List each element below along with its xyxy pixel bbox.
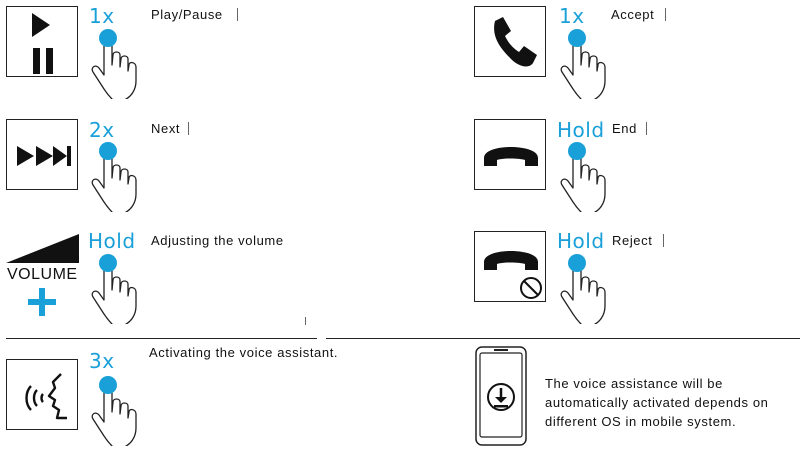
text-cursor-mark [646, 122, 647, 135]
text-cursor-mark [188, 122, 189, 135]
text-cursor-mark [237, 8, 238, 21]
tap-hand-icon [560, 28, 606, 99]
play-pause-icon-box [6, 6, 78, 77]
tap-hand-icon [91, 253, 137, 324]
voice-assistant-icon-box [6, 359, 78, 430]
tap-count-reject: Hold [557, 229, 605, 253]
play-pause-icon [32, 13, 53, 74]
tap-count-play: 1x [89, 4, 115, 28]
label-voice-assistant: Activating the voice assistant. [149, 345, 339, 360]
section-divider-left [6, 338, 317, 339]
phone-end-icon-box [474, 119, 546, 190]
voice-assistant-icon [25, 373, 67, 420]
tap-hand-icon [560, 141, 606, 212]
label-next: Next [151, 121, 181, 136]
tap-count-accept: 1x [559, 4, 585, 28]
tap-count-volume: Hold [88, 229, 136, 253]
tap-hand-icon [91, 141, 137, 212]
text-cursor-mark [665, 8, 666, 21]
phone-accept-icon-box [474, 6, 546, 77]
phone-accept-icon [494, 17, 537, 67]
label-accept: Accept [611, 7, 655, 22]
tap-count-voice: 3x [89, 349, 115, 373]
tap-hand-icon [91, 375, 137, 446]
section-divider-right [326, 338, 800, 339]
tap-count-end: Hold [557, 118, 605, 142]
plus-icon [28, 288, 56, 316]
tap-hand-icon [560, 253, 606, 324]
phone-end-icon [484, 147, 538, 166]
label-play-pause: Play/Pause [151, 7, 223, 22]
label-volume: Adjusting the volume [151, 233, 284, 248]
tap-count-next: 2x [89, 118, 115, 142]
text-cursor-mark [305, 317, 306, 325]
text-cursor-mark [663, 234, 664, 247]
phone-reject-icon-box [474, 231, 546, 302]
tap-hand-icon [91, 28, 137, 99]
info-voice-assistance-text: The voice assistance will be automatical… [545, 376, 769, 429]
phone-download-icon [475, 346, 527, 446]
volume-ramp-icon [6, 234, 79, 263]
label-end: End [612, 121, 637, 136]
label-reject: Reject [612, 233, 653, 248]
phone-reject-icon [484, 251, 542, 299]
next-track-icon-box [6, 119, 78, 190]
next-track-icon [17, 146, 71, 166]
volume-word: VOLUME [7, 266, 78, 283]
